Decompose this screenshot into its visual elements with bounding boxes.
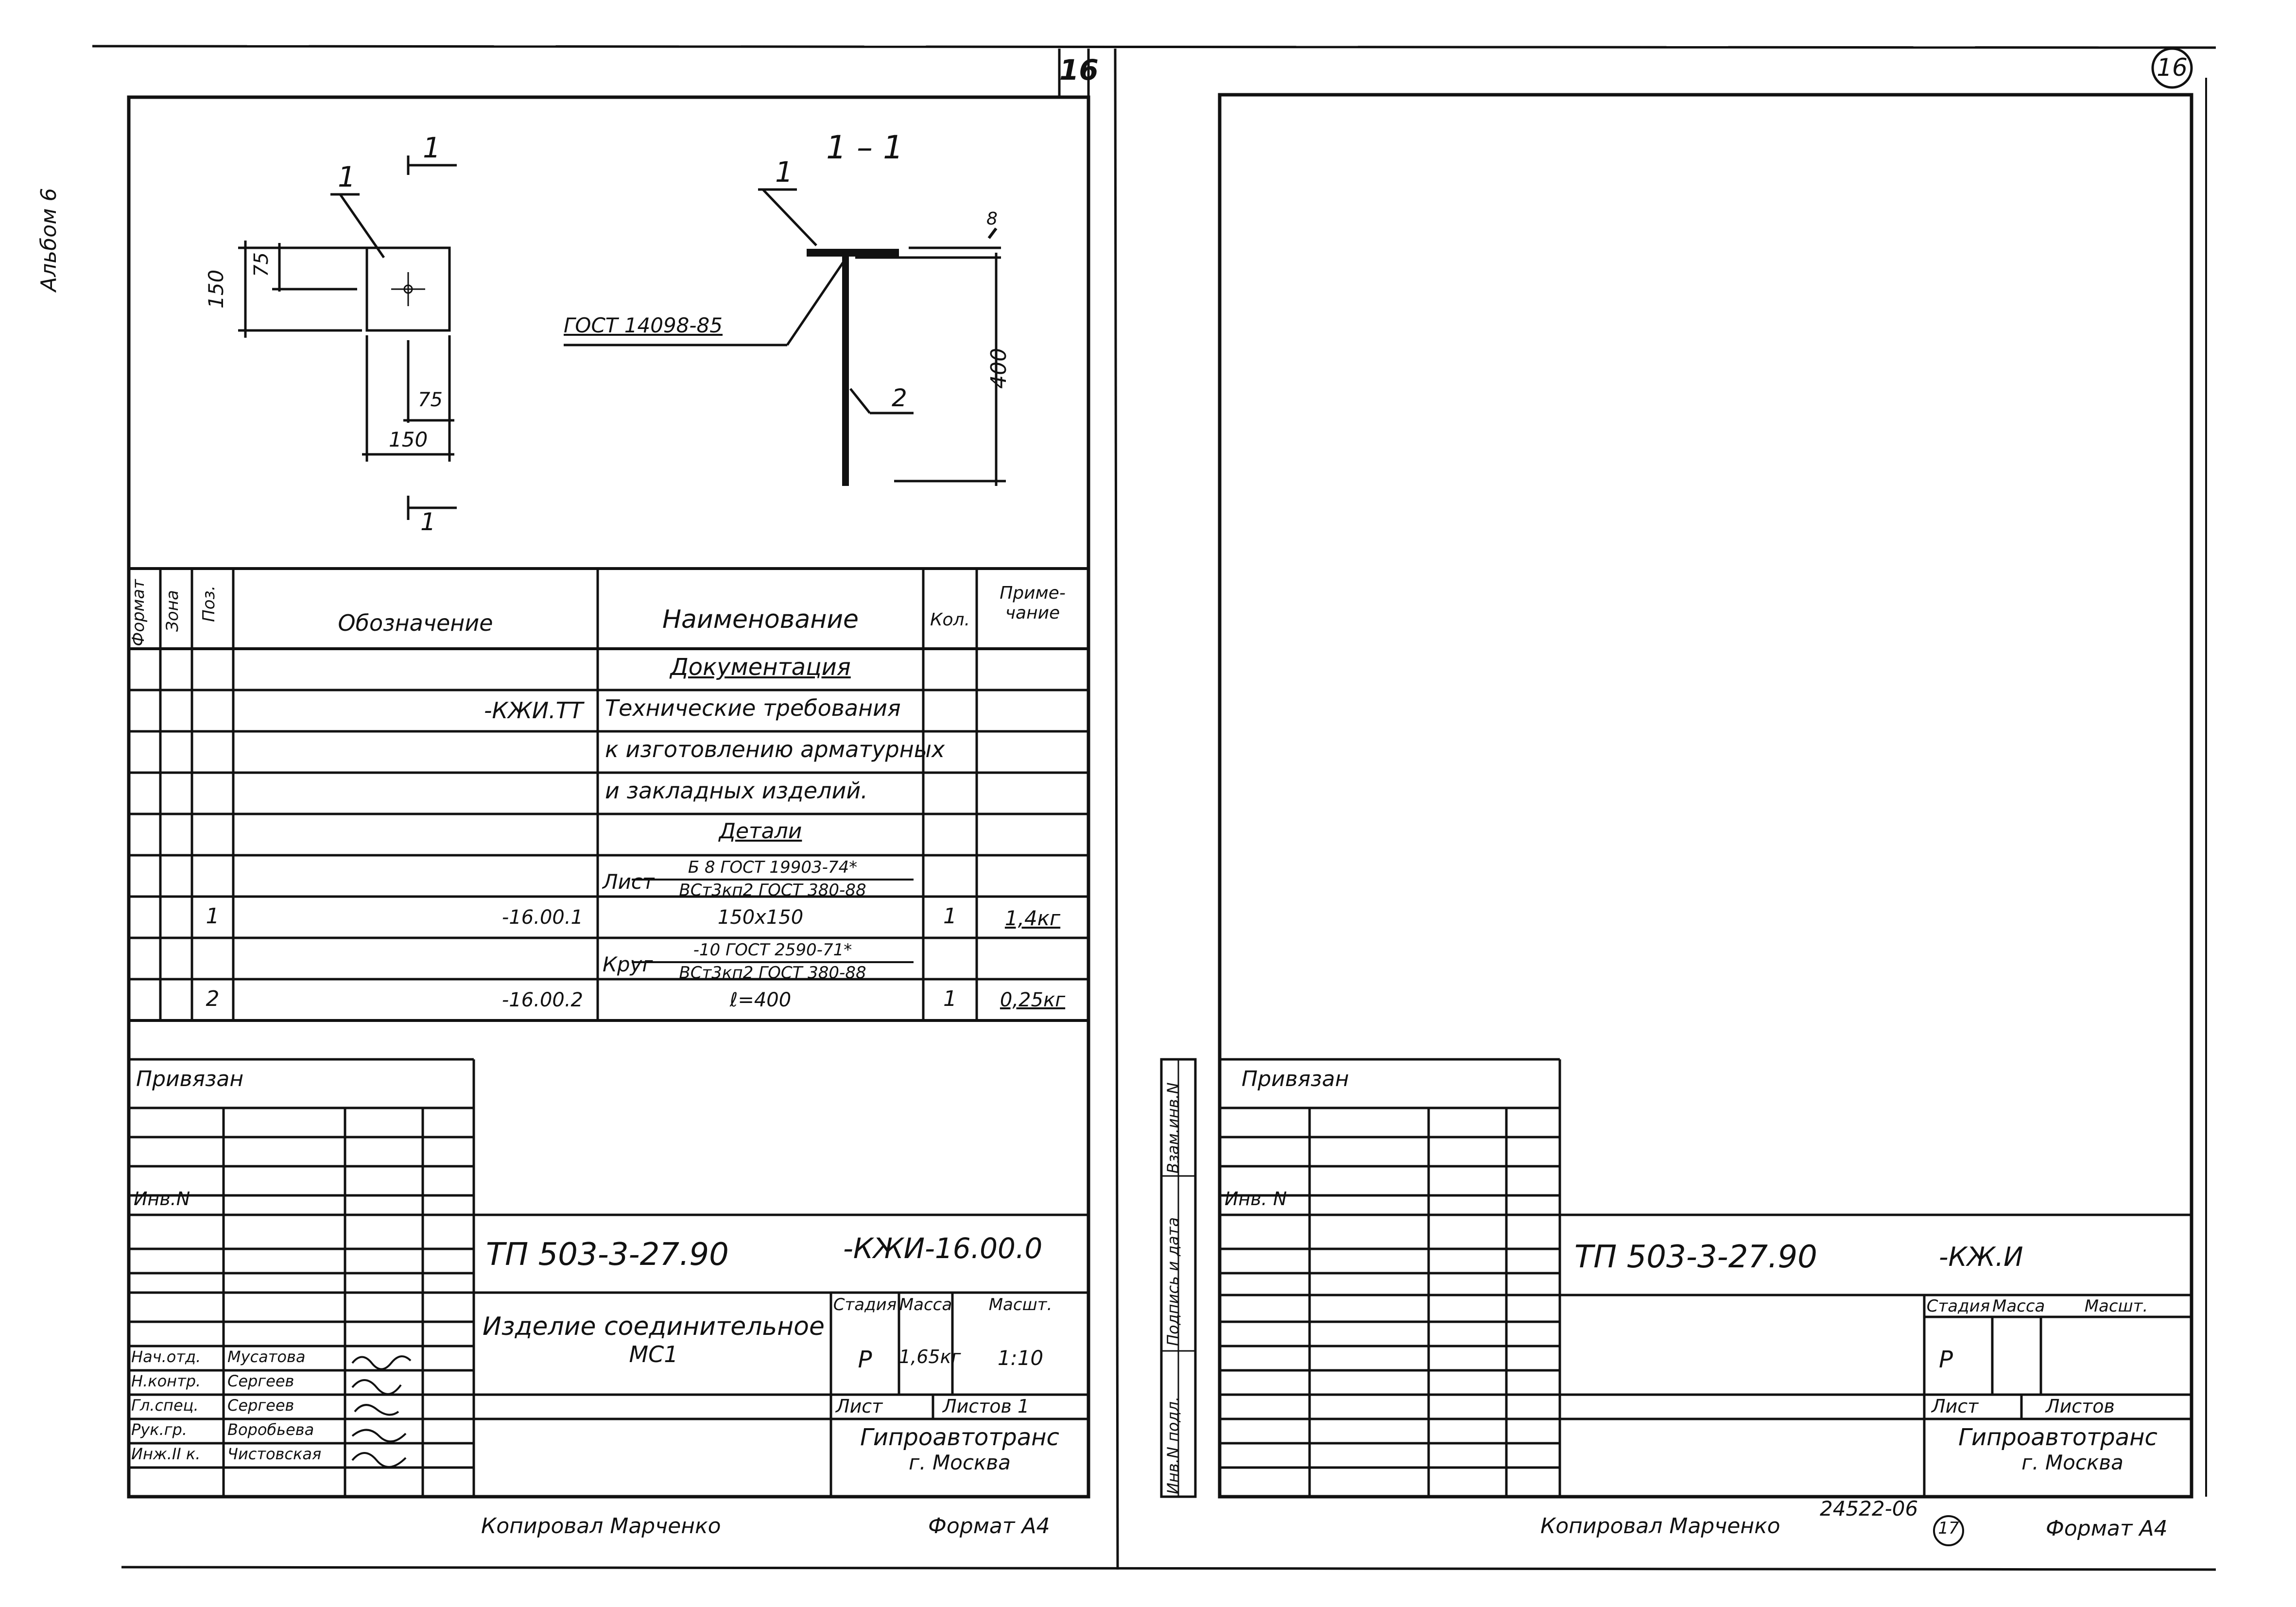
plan-pos-label: 1 [338,160,356,193]
gost-weld-label: ГОСТ 14098-85 [564,313,723,337]
privyazan-label: Привязан [136,1067,244,1091]
signer-name: Сергеев [227,1396,294,1415]
row-name-fraction-top: Б 8 ГОСТ 19903-74* [688,858,858,877]
header-format: Формат [129,579,148,646]
inv-no-label: Инв.N [134,1188,190,1210]
album-label: Альбом 6 [36,188,61,292]
header-designation: Обозначение [338,610,493,636]
signer-name: Сергеев [227,1372,294,1390]
org-city: г. Москва [2021,1451,2123,1474]
project-code: ТП 503-3-27.90 [1574,1239,1817,1275]
row-name-fraction-bottom: ВСт3кп2 ГОСТ 380-88 [679,881,866,900]
section-mark-bottom: 1 [420,508,436,536]
row-name: Технические требования [605,695,901,721]
signer-name: Мусатова [227,1348,306,1366]
row-note: 1,4кг [1004,906,1061,930]
row-pos: 1 [206,904,220,929]
section-title: 1 – 1 [826,129,903,166]
privyazan-label: Привязан [1242,1067,1349,1091]
signer-name: Чистовская [227,1445,322,1463]
row-name-prefix: Круг [603,952,653,976]
format-label: Формат А4 [2046,1516,2168,1541]
org-name: Гипроавтотранс [1958,1424,2158,1451]
sheet-label: Лист [836,1396,883,1417]
row-note: 0,25кг [1000,989,1066,1011]
left-page-number: 16 [1059,53,1099,86]
dim-75-vertical: 75 [250,252,273,277]
signer-role: Нач.отд. [131,1348,201,1366]
signer-role: Инж.II к. [131,1445,201,1463]
row-name: Детали [719,819,802,844]
signer-role: Гл.спец. [131,1396,199,1415]
scale-label: Масшт. [2084,1296,2148,1316]
row-name-fraction-top: -10 ГОСТ 2590-71* [693,940,852,960]
item-mark: МС1 [629,1341,678,1367]
stage-label: Стадия [1926,1296,1990,1316]
section-pos-2: 2 [892,384,907,412]
signer-role: Н.контр. [131,1372,201,1390]
stage-value: Р [1939,1346,1953,1373]
dim-150-horizontal: 150 [389,428,428,451]
signer-role: Рук.гр. [131,1420,188,1439]
row-name: ℓ=400 [729,989,792,1011]
copied-by: Копировал Марченко [1540,1514,1780,1538]
row-designation: -КЖИ.ТТ [483,697,583,724]
mass-label: Масса [899,1295,952,1314]
section-mark-top: 1 [423,131,441,164]
dim-8: 8 [986,209,998,229]
circled-number: 17 [1938,1519,1959,1538]
sheets-label: Листов 1 [943,1396,1030,1417]
stage-value: Р [858,1346,872,1373]
signature-marks [351,1355,412,1468]
project-code: ТП 503-3-27.90 [486,1237,729,1273]
org-name: Гипроавтотранс [860,1424,1059,1451]
row-qty: 1 [943,904,957,929]
copied-by: Копировал Марченко [481,1514,721,1538]
header-name: Наименование [662,605,859,634]
signer-name: Воробьева [227,1420,314,1439]
stamp-podpis: Подпись и дата [1164,1217,1182,1346]
sheets-label: Листов [2046,1396,2115,1417]
dim-150-vertical: 150 [204,269,228,309]
row-name: Документация [670,654,851,681]
item-title: Изделие соединительное [483,1312,825,1341]
section-pos-1: 1 [775,156,793,189]
row-designation: -16.00.1 [501,906,583,929]
sheet-label: Лист [1932,1396,1979,1417]
row-name: к изготовлению арматурных [605,736,945,762]
scale-label: Масшт. [988,1295,1053,1314]
doc-code: -КЖ.И [1939,1242,2023,1272]
mass-value: 1,65кг [899,1346,961,1367]
right-page-number: 16 [2157,53,2188,82]
format-label: Формат А4 [928,1514,1050,1538]
header-zone: Зона [163,590,182,632]
scale-value: 1:10 [997,1346,1044,1370]
inv-no-label: Инв. N [1225,1188,1287,1210]
header-pos: Поз. [199,585,219,622]
header-note: Приме-чание [1000,583,1066,623]
header-qty: Кол. [930,610,970,630]
row-name: 150х150 [717,906,804,929]
row-designation: -16.00.2 [501,989,583,1011]
mass-label: Масса [1992,1296,2045,1316]
dim-400: 400 [986,348,1011,389]
doc-code: -КЖИ-16.00.0 [843,1232,1043,1265]
row-name: и закладных изделий. [605,778,868,804]
org-city: г. Москва [909,1451,1011,1474]
row-name-fraction-bottom: ВСт3кп2 ГОСТ 380-88 [679,963,866,983]
stamp-inv-podl: Инв.N подл. [1164,1396,1182,1494]
row-name-prefix: Лист [603,870,655,894]
row-qty: 1 [943,986,957,1011]
archive-number: 24522-06 [1820,1497,1918,1521]
stamp-vzam: Взам.инв.N [1164,1082,1182,1174]
dim-75-horizontal: 75 [418,389,443,411]
stage-label: Стадия [833,1295,897,1314]
row-pos: 2 [206,986,220,1011]
